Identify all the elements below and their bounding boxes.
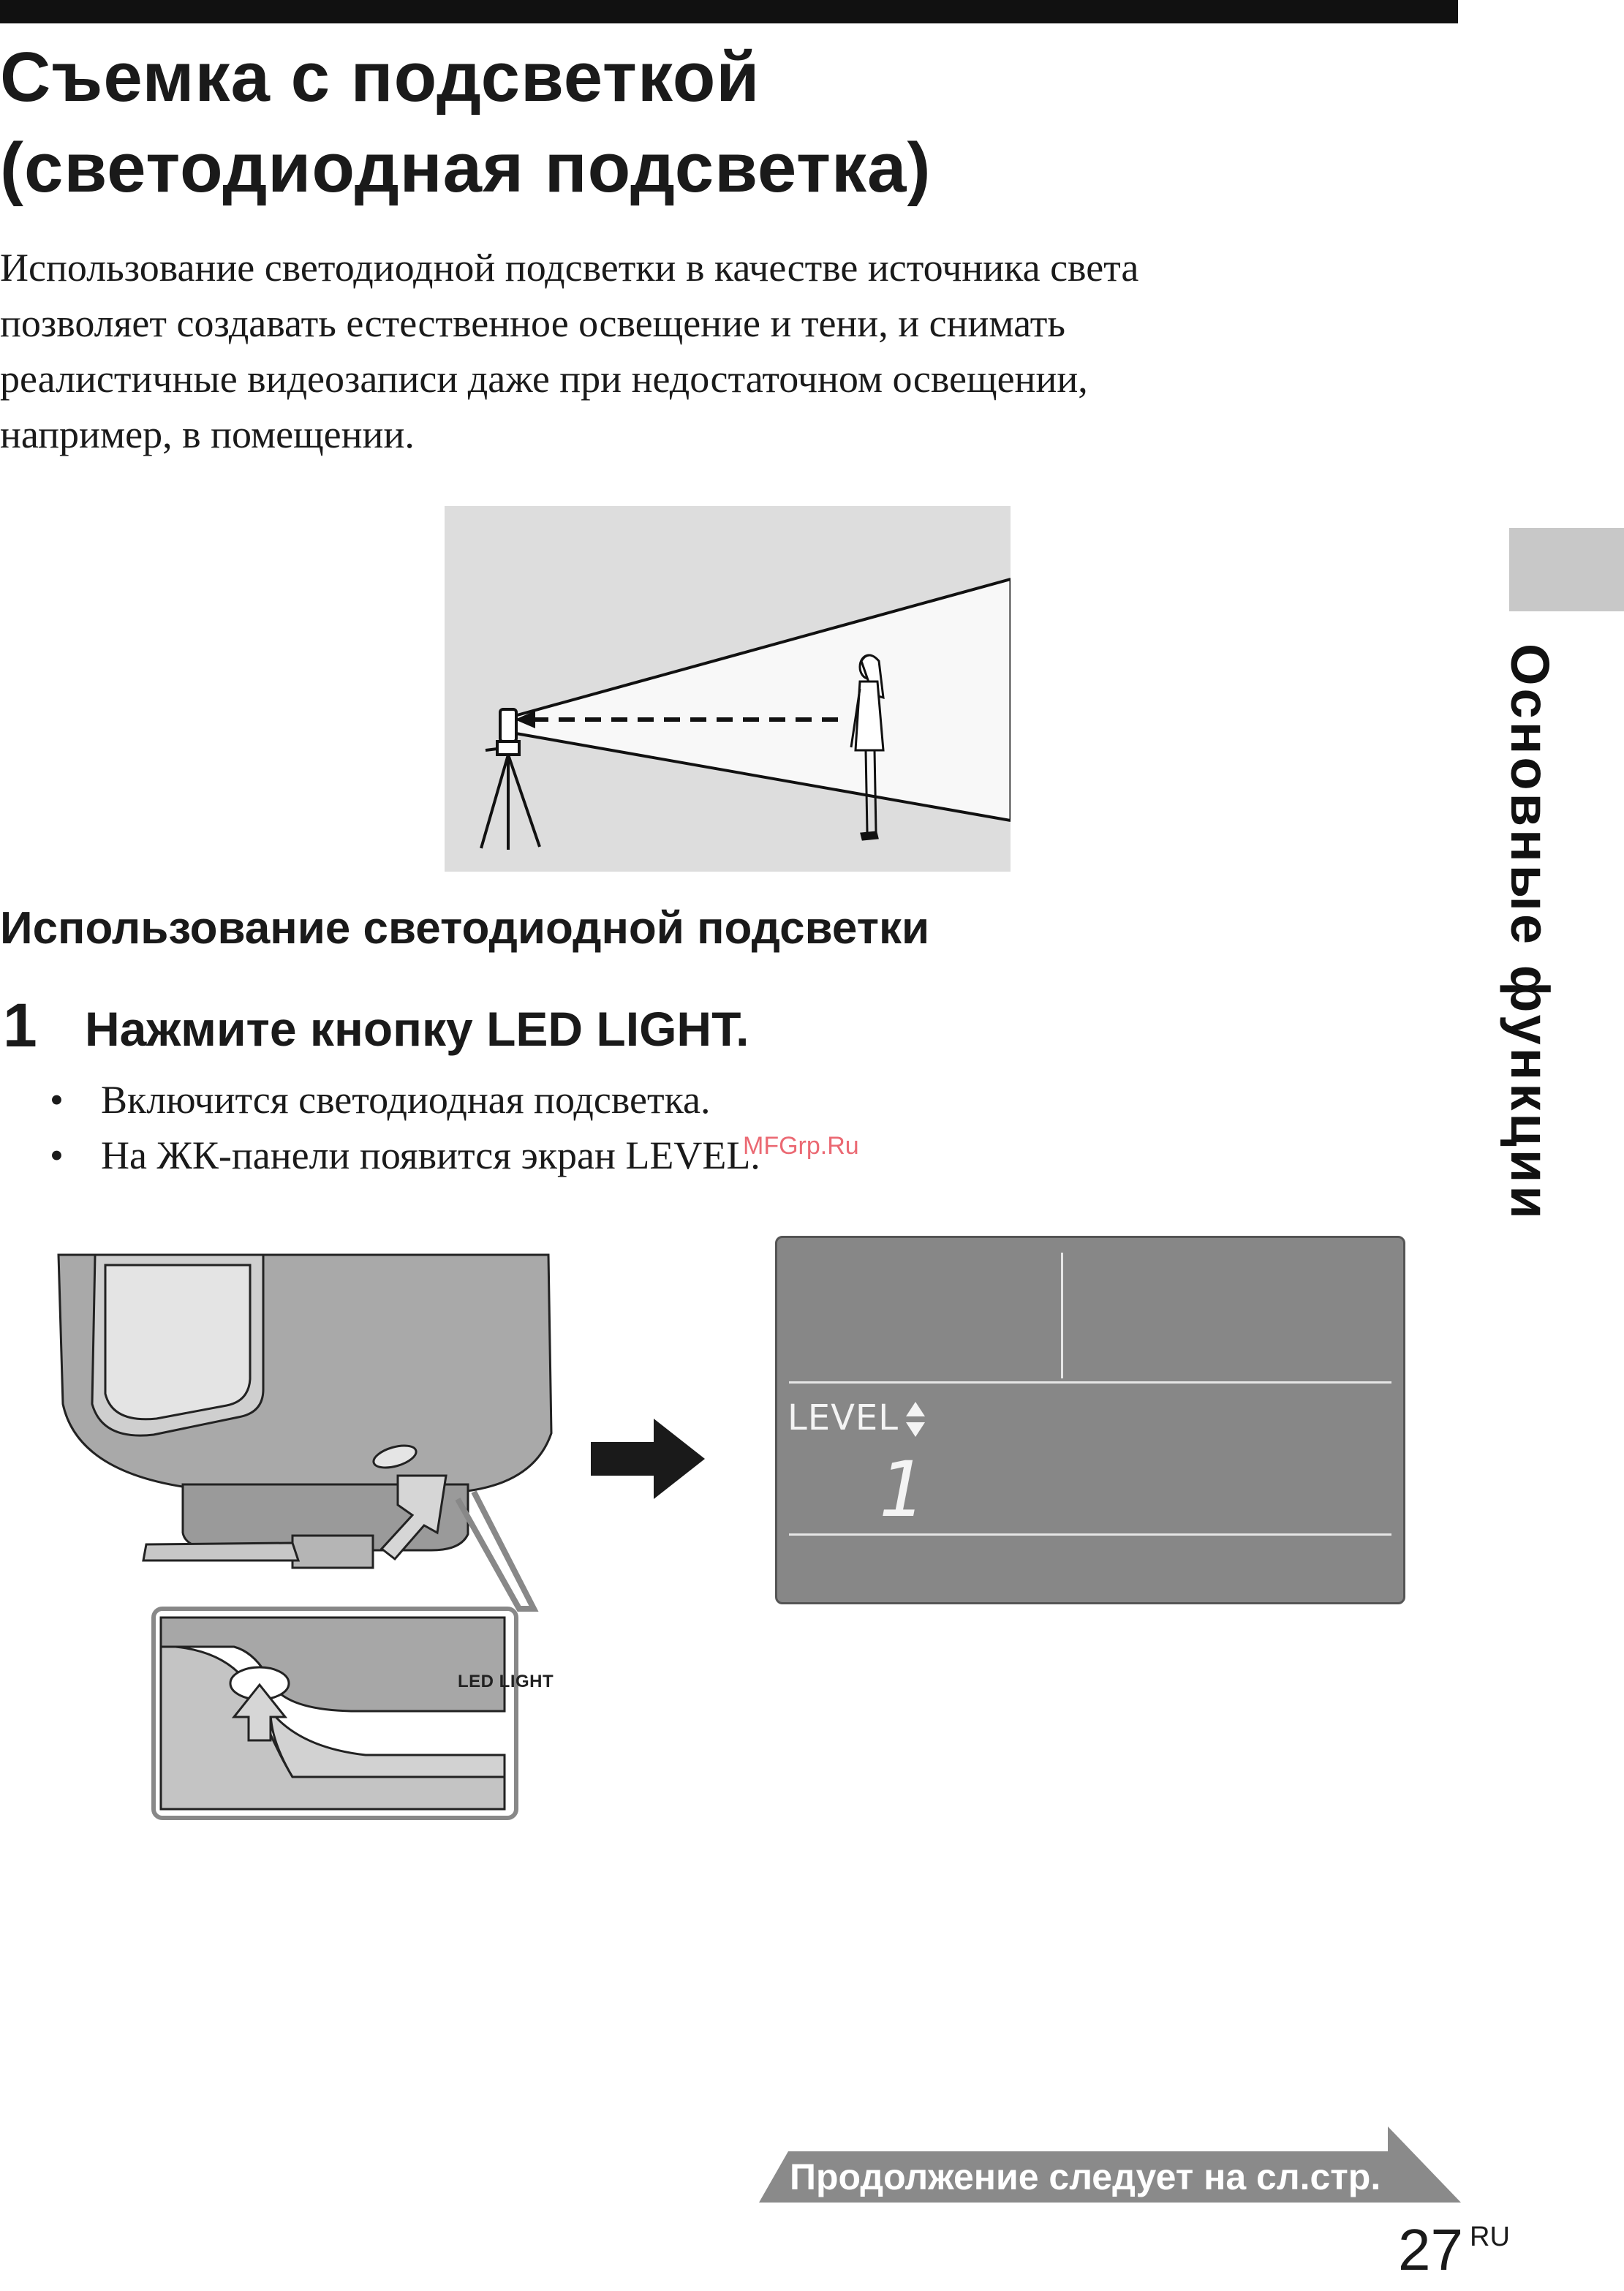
person-icon <box>850 654 885 841</box>
step-bullet-list: • Включится светодиодная подсветка. • На… <box>50 1072 760 1183</box>
tripod-camera-figure-drawing <box>480 578 1011 850</box>
intro-paragraph: Использование светодиодной подсветки в к… <box>0 246 1139 456</box>
up-down-icon <box>906 1402 925 1437</box>
bullet-dot: • <box>50 1078 64 1122</box>
tripod-icon <box>480 708 541 850</box>
step-number: 1 <box>3 991 37 1060</box>
callout-line <box>455 1490 539 1612</box>
bullet-dot: • <box>50 1133 64 1177</box>
led-device-drawing <box>57 1253 553 1820</box>
page-title: Съемка с подсветкой (светодиодная подсве… <box>0 38 932 207</box>
inset-arrow-icon <box>231 1683 288 1742</box>
light-beam <box>510 578 1011 822</box>
led-light-button-label: LED LIGHT <box>458 1672 554 1691</box>
top-rule <box>0 0 1458 23</box>
device-illustration <box>51 1243 709 1828</box>
lcd-panel: LEVEL 1 <box>775 1236 1405 1604</box>
lcd-divider <box>1061 1253 1063 1378</box>
lcd-divider <box>789 1381 1391 1384</box>
lcd-level-value: 1 <box>878 1445 924 1534</box>
side-tab-label: Основные функции <box>1500 643 1560 1222</box>
continue-banner <box>759 2126 1461 2203</box>
list-item: • На ЖК-панели появится экран LEVEL. <box>50 1128 760 1183</box>
lcd-divider <box>789 1533 1391 1536</box>
side-tab-marker <box>1509 528 1624 611</box>
page-number: 27 <box>1398 2217 1463 2282</box>
lighting-illustration <box>445 506 1011 872</box>
list-item: • Включится светодиодная подсветка. <box>50 1072 760 1128</box>
bullet-text: На ЖК-панели появится экран LEVEL. <box>101 1133 760 1177</box>
watermark: MFGrp.Ru <box>743 1132 859 1160</box>
step-instruction: Нажмите кнопку LED LIGHT. <box>85 1002 749 1056</box>
lcd-level-label: LEVEL <box>788 1397 899 1438</box>
right-arrow-icon <box>591 1419 705 1499</box>
section-title: Использование светодиодной подсветки <box>0 903 930 954</box>
continue-text: Продолжение следует на сл.стр. <box>790 2156 1381 2197</box>
arrow-head <box>515 711 535 728</box>
page-language: RU <box>1470 2222 1510 2252</box>
press-arrow-icon <box>379 1474 447 1561</box>
bullet-text: Включится светодиодная подсветка. <box>101 1078 711 1122</box>
